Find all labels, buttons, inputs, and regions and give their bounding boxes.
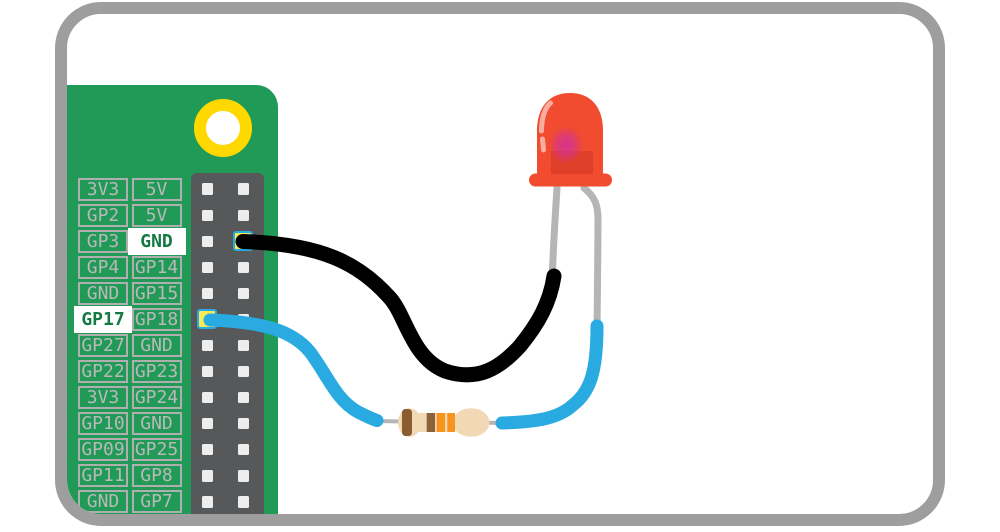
pin-label-gp7: GP7 — [131, 490, 182, 514]
header-pin — [237, 470, 249, 482]
header-pin — [201, 470, 213, 482]
led — [529, 93, 612, 187]
header-pin — [201, 443, 213, 456]
ground-wire — [235, 234, 562, 383]
pin-label-gp25: GP25 — [131, 438, 182, 462]
pin-label-gp18: GP18 — [131, 308, 182, 331]
header-pin — [237, 261, 249, 274]
header-pin — [201, 496, 213, 508]
pin-label-gp15: GP15 — [131, 282, 182, 305]
resistor — [398, 408, 490, 437]
led-flange — [529, 173, 612, 187]
led-gloss-long — [539, 100, 553, 134]
led-gloss-dash — [540, 136, 546, 153]
resistor-band-1 — [402, 409, 412, 436]
pin-label-gnd: GND — [78, 282, 128, 305]
header-pin — [237, 443, 249, 456]
pin-label-5v: 5V — [131, 177, 182, 201]
header-pin — [201, 287, 213, 300]
header-pin — [237, 209, 249, 221]
pin-label-gp22: GP22 — [78, 360, 128, 383]
pin-label-3v3: 3V3 — [78, 177, 128, 201]
signal-wire-right — [495, 319, 604, 430]
pin-label-gp10: GP10 — [78, 412, 128, 436]
header-pin — [237, 365, 249, 378]
pin-label-gp24: GP24 — [131, 386, 182, 409]
pin-label-3v3: 3V3 — [78, 386, 128, 409]
pin-label-gnd: GND — [131, 334, 182, 357]
header-pin — [237, 339, 249, 352]
header-pin — [237, 287, 249, 300]
led-glow — [549, 126, 583, 164]
pin-label-gp23: GP23 — [131, 360, 182, 383]
resistor-band-3 — [436, 413, 445, 432]
resistor-band-4 — [447, 413, 455, 432]
pin-label-5v: 5V — [131, 203, 182, 227]
pin-label-gp3: GP3 — [78, 229, 128, 253]
header-pin — [237, 417, 249, 430]
resistor-right-bulge — [452, 408, 490, 437]
pin-label-gnd: GND — [78, 490, 128, 514]
header-pin — [237, 183, 249, 195]
header-pin — [201, 339, 213, 352]
led-anode-leg — [580, 184, 602, 336]
header-pin — [201, 365, 213, 378]
header-pin — [201, 391, 213, 404]
pin-label-gnd: GND — [131, 412, 182, 436]
signal-wire-left — [203, 313, 384, 427]
resistor-band-2 — [426, 413, 435, 432]
pin-label-gp14: GP14 — [131, 255, 182, 279]
pin-label-gp8: GP8 — [131, 464, 182, 488]
pin-label-gp27: GP27 — [78, 334, 128, 357]
header-pin — [237, 391, 249, 404]
pin-label-gnd: GND — [127, 227, 186, 255]
header-pin — [201, 183, 213, 195]
pin-label-gp09: GP09 — [78, 438, 128, 462]
header-pin — [201, 417, 213, 430]
header-pin — [201, 261, 213, 274]
pin-label-gp17: GP17 — [74, 306, 132, 333]
pin-label-gp4: GP4 — [78, 255, 128, 279]
header-pin — [237, 496, 249, 508]
pin-label-gp2: GP2 — [78, 203, 128, 227]
header-pin — [201, 235, 213, 248]
pin-label-gp11: GP11 — [78, 464, 128, 488]
header-pin — [201, 209, 213, 221]
